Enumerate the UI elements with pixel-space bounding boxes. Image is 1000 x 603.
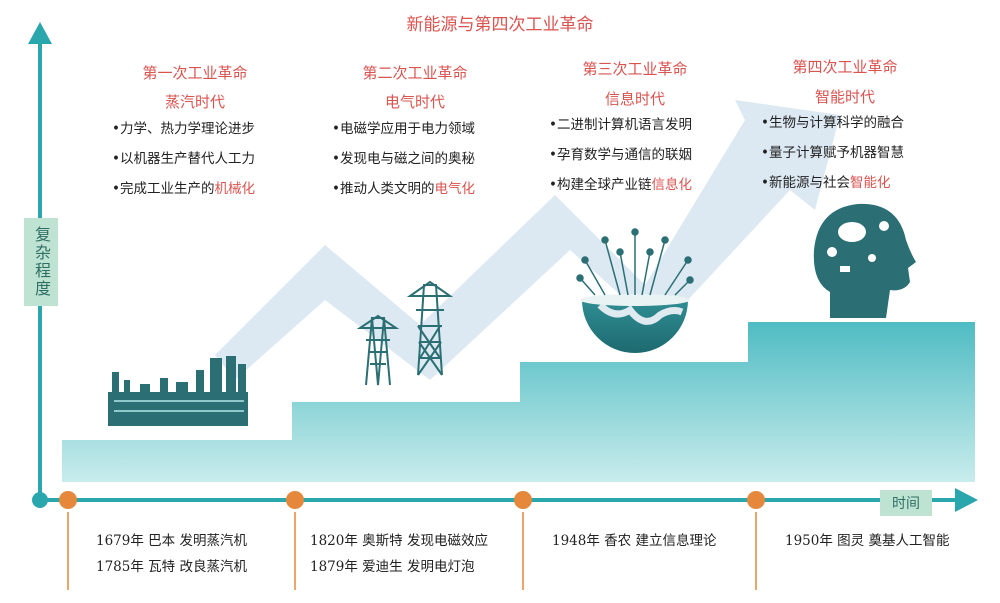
bullet-point: •新能源与社会智能化 — [761, 175, 891, 191]
bullet-point: •孕育数学与通信的联姻 — [549, 147, 692, 163]
x-axis-label: 时间 — [880, 490, 932, 516]
bullet-point: •构建全球产业链信息化 — [549, 177, 692, 193]
timeline-event: 1679年 巴本 发明蒸汽机 — [96, 533, 247, 549]
complexity-staircase — [62, 322, 975, 482]
bullet-point: •电磁学应用于电力领域 — [332, 121, 475, 137]
revolution-4-points: •生物与计算科学的融合 •量子计算赋予机器智慧 •新能源与社会智能化 — [761, 108, 904, 198]
timeline-dot-4 — [747, 491, 765, 509]
revolution-3-points: •二进制计算机语言发明 •孕育数学与通信的联姻 •构建全球产业链信息化 — [549, 110, 692, 200]
timeline-event: 1820年 奥斯特 发现电磁效应 — [310, 533, 488, 549]
growth-arrow — [215, 100, 840, 380]
bullet-point: •量子计算赋予机器智慧 — [761, 145, 904, 161]
bullet-point: •力学、热力学理论进步 — [112, 121, 255, 137]
power-tower-icon — [356, 280, 454, 386]
timeline-dot-2 — [286, 491, 304, 509]
factory-icon — [108, 356, 248, 426]
timeline-event: 1950年 图灵 奠基人工智能 — [785, 533, 950, 549]
bullet-point: •以机器生产替代人工力 — [112, 151, 255, 167]
timeline-event: 1879年 爱迪生 发明电灯泡 — [310, 559, 475, 575]
timeline-events-1: 1679年 巴本 发明蒸汽机 1785年 瓦特 改良蒸汽机 — [96, 528, 247, 580]
revolution-3-era: 信息时代 — [604, 90, 665, 108]
x-axis-arrowhead — [955, 488, 978, 512]
revolution-3-title: 第三次工业革命 — [582, 60, 688, 78]
revolution-2-title: 第二次工业革命 — [362, 64, 468, 82]
timeline-dot-3 — [514, 491, 532, 509]
timeline-event: 1785年 瓦特 改良蒸汽机 — [96, 559, 247, 575]
brain-head-icon — [813, 203, 916, 318]
globe-circuit-icon — [576, 228, 694, 353]
bullet-point: •二进制计算机语言发明 — [549, 117, 692, 133]
y-axis-label: 复杂程度 — [24, 218, 58, 306]
revolution-1-title: 第一次工业革命 — [142, 64, 248, 82]
revolution-1-era: 蒸汽时代 — [164, 93, 225, 111]
revolution-2-points: •电磁学应用于电力领域 •发现电与磁之间的奥秘 •推动人类文明的电气化 — [332, 114, 475, 204]
revolution-2-era: 电气时代 — [384, 93, 445, 111]
revolution-4-title: 第四次工业革命 — [792, 58, 898, 76]
timeline-event: 1948年 香农 建立信息理论 — [552, 533, 717, 549]
timeline-dot-1 — [59, 491, 77, 509]
bullet-point: •生物与计算科学的融合 — [761, 115, 904, 131]
bullet-point: •推动人类文明的电气化 — [332, 181, 475, 197]
bullet-point: •发现电与磁之间的奥秘 — [332, 151, 475, 167]
page-title: 新能源与第四次工业革命 — [406, 15, 594, 35]
timeline-events-4: 1950年 图灵 奠基人工智能 — [785, 528, 949, 554]
bullet-point: •完成工业生产的机械化 — [112, 181, 255, 197]
revolution-1-points: •力学、热力学理论进步 •以机器生产替代人工力 •完成工业生产的机械化 — [112, 114, 255, 204]
timeline-events-2: 1820年 奥斯特 发现电磁效应 1879年 爱迪生 发明电灯泡 — [310, 528, 488, 580]
revolution-4-era: 智能时代 — [814, 88, 875, 106]
timeline-events-3: 1948年 香农 建立信息理论 — [552, 528, 716, 554]
y-axis-arrowhead — [28, 22, 52, 44]
